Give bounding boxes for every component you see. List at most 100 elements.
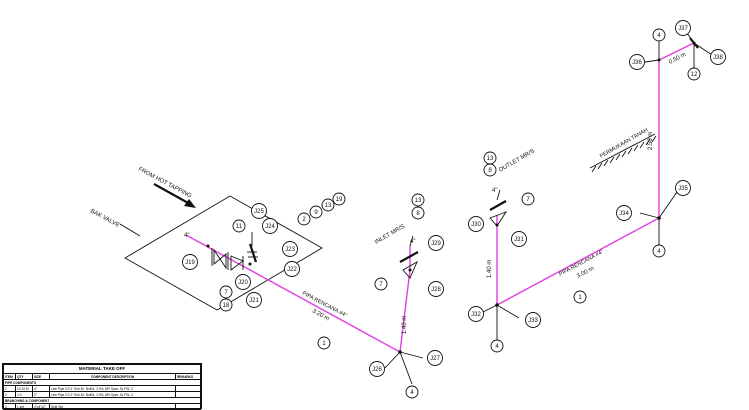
svg-text:J20: J20 (238, 280, 248, 286)
bubble-j34: J34 (616, 205, 632, 221)
svg-text:19: 19 (336, 197, 343, 203)
tapping-area-outline (124, 195, 323, 311)
inlet-label: INLET MR/S (374, 224, 406, 246)
bubble-n7a: 7 (219, 285, 233, 299)
from-hot-tapping-label: FROM HOT TAPPING (137, 166, 193, 199)
bubble-n18: 18 (219, 298, 233, 312)
ground-hatch (589, 133, 657, 173)
outlet-valve (489, 189, 508, 227)
svg-text:J37: J37 (678, 26, 688, 32)
mto-title: MATERIAL TAKE OFF (3, 364, 201, 374)
svg-text:1: 1 (322, 341, 326, 347)
bubble-n4c: 4 (652, 244, 666, 258)
bubble-n9: 9 (309, 205, 323, 219)
bubble-j37: J37 (675, 20, 691, 36)
pipe-run-1 (185, 234, 411, 353)
ground-label: PERMUKAAN TANAH (599, 127, 649, 159)
bubble-j31: J31 (511, 231, 527, 247)
bak-valve-label: BAK VALVE (89, 208, 120, 228)
svg-text:13: 13 (325, 203, 332, 209)
svg-text:J32: J32 (471, 312, 481, 318)
bubble-j38: J38 (710, 49, 726, 65)
svg-text:11: 11 (236, 224, 243, 230)
bubble-n2: 2 (297, 212, 311, 226)
svg-text:1: 1 (578, 295, 582, 301)
svg-text:8: 8 (416, 211, 420, 217)
bubble-j27: J27 (427, 350, 443, 366)
svg-text:J19: J19 (185, 260, 195, 266)
bubble-j19: J19 (182, 254, 198, 270)
svg-text:J36: J36 (632, 60, 642, 66)
bubble-n11: 11 (232, 219, 246, 233)
dia-mark-1: 4" (184, 233, 189, 239)
svg-text:J33: J33 (528, 318, 538, 324)
bubble-n8b: 8 (411, 206, 425, 220)
svg-text:J28: J28 (431, 287, 441, 293)
bubble-n12: 12 (687, 67, 701, 81)
bubble-n13b: 13 (411, 193, 425, 207)
bubble-j21: J21 (246, 292, 262, 308)
riser1-length: 1.40 m (402, 316, 408, 334)
junction-dots (206, 41, 696, 354)
dia-mark-2: 4" (410, 239, 415, 245)
svg-text:18: 18 (223, 303, 230, 309)
bubble-j23: J23 (282, 241, 298, 257)
svg-text:4: 4 (657, 249, 661, 255)
svg-text:7: 7 (379, 282, 383, 288)
svg-text:J35: J35 (678, 186, 688, 192)
bubble-j20: J20 (235, 274, 251, 290)
bubble-j33: J33 (525, 312, 541, 328)
dia-mark-3: 4" (492, 188, 497, 194)
pipe-run-2 (496, 42, 695, 306)
svg-text:J26: J26 (372, 367, 382, 373)
svg-text:4: 4 (495, 344, 499, 350)
svg-text:J25: J25 (254, 209, 264, 215)
svg-text:7: 7 (526, 197, 530, 203)
bubble-n13a: 13 (321, 198, 335, 212)
outlet-label: OUTLET MR/S (498, 148, 536, 173)
svg-text:J34: J34 (619, 211, 629, 217)
svg-text:J30: J30 (471, 222, 481, 228)
gate-valve-symbol (211, 248, 229, 270)
bubble-j22: J22 (284, 261, 300, 277)
flow-arrow (153, 183, 196, 208)
svg-text:J24: J24 (265, 224, 275, 230)
svg-text:J22: J22 (287, 267, 297, 273)
riser3-length: 2.50 m (648, 132, 654, 150)
svg-text:4: 4 (410, 390, 414, 396)
bubble-n7b: 7 (374, 277, 388, 291)
pipe1-length: 3.20 m (311, 308, 330, 322)
bubble-n8c: 8 (483, 163, 497, 177)
inlet-valve (399, 235, 419, 279)
svg-text:13: 13 (415, 198, 422, 204)
tee-fitting (247, 232, 258, 263)
svg-text:8: 8 (488, 168, 492, 174)
riser2-length: 1.40 m (487, 260, 493, 278)
svg-text:2: 2 (302, 217, 306, 223)
bubble-j30: J30 (468, 216, 484, 232)
svg-text:9: 9 (314, 210, 318, 216)
svg-text:J27: J27 (430, 356, 440, 362)
svg-text:4: 4 (657, 33, 661, 39)
svg-text:J31: J31 (514, 237, 524, 243)
bubble-j35: J35 (675, 180, 691, 196)
bubble-n13c: 13 (483, 151, 497, 165)
svg-text:J38: J38 (713, 55, 723, 61)
bubble-j36: J36 (629, 54, 645, 70)
callout-bubbles: J25 J24 J23 J22 J19 J20 J21 11 2 9 13 19… (182, 20, 726, 399)
bubble-j32: J32 (468, 306, 484, 322)
bubble-j26: J26 (369, 361, 385, 377)
bubble-n1a: 1 (317, 336, 331, 350)
svg-text:7: 7 (224, 290, 228, 296)
svg-text:J29: J29 (431, 241, 441, 247)
bubble-n4a: 4 (405, 385, 419, 399)
bubble-n19: 19 (332, 192, 346, 206)
bubble-n1b: 1 (573, 290, 587, 304)
bubble-j28: J28 (428, 281, 444, 297)
bubble-n4b: 4 (490, 339, 504, 353)
material-take-off-table: MATERIAL TAKE OFF ITEM QTY SIZE COMPONEN… (2, 363, 202, 410)
svg-text:13: 13 (487, 156, 494, 162)
bubble-n4d: 4 (652, 28, 666, 42)
bubble-j25: J25 (251, 203, 267, 219)
